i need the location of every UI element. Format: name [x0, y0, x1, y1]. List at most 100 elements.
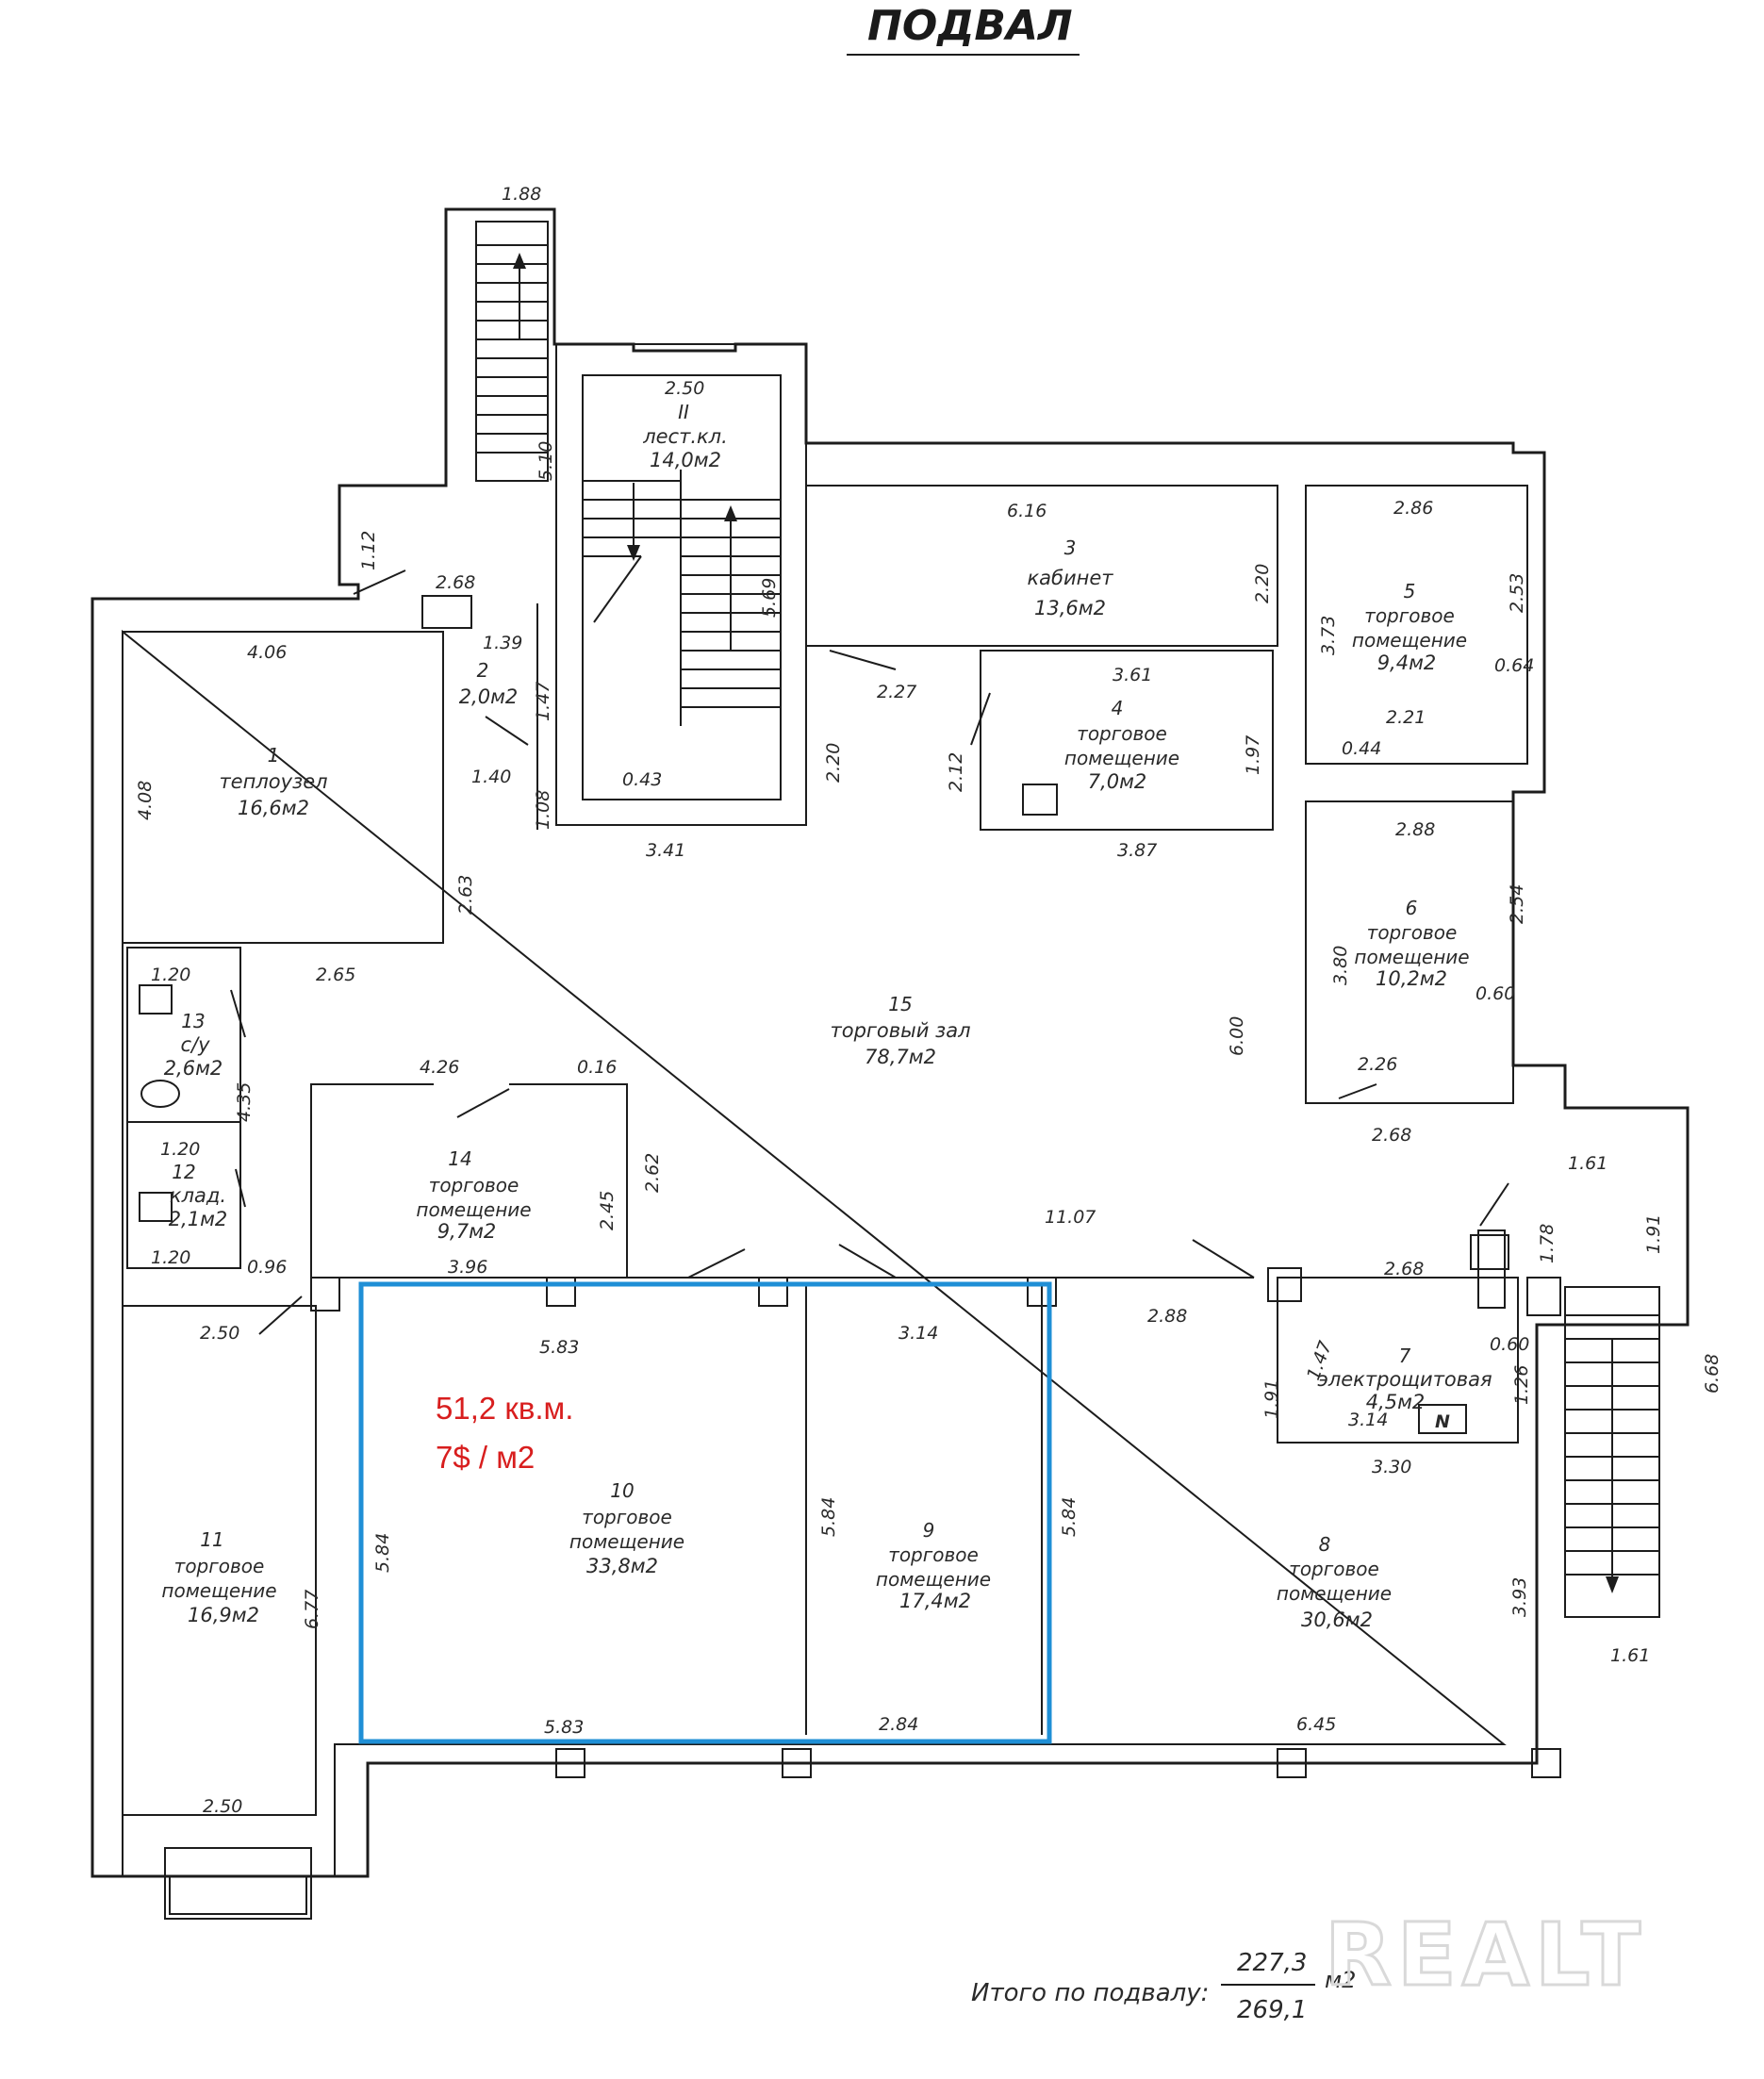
page-title: ПОДВАЛ	[867, 2, 1073, 50]
room-name: торговое помещение	[1351, 604, 1468, 652]
dimension: 1.39	[483, 633, 522, 653]
total-value-bottom: 269,1	[1237, 1996, 1307, 2024]
room-area: 14,0м2	[650, 449, 721, 471]
room-number: 4	[1112, 697, 1124, 719]
room-number: 2	[477, 659, 489, 682]
room-name: торговое помещение	[875, 1543, 992, 1591]
room-area: 2,1м2	[169, 1208, 228, 1230]
stair-II	[555, 343, 807, 826]
room-area: 2,6м2	[164, 1057, 223, 1080]
dimension: 5.83	[539, 1337, 579, 1358]
dimension: 1.91	[1643, 1214, 1664, 1254]
dimension: 1.97	[1243, 735, 1263, 775]
room-name: торговый зал	[830, 1019, 970, 1042]
room-11-walls	[122, 1305, 317, 1816]
dimension: 4.06	[247, 642, 287, 663]
room-number: 15	[888, 993, 912, 1015]
room-area: 30,6м2	[1301, 1609, 1373, 1631]
dimension: 2.50	[665, 378, 704, 399]
dimension: 1.20	[151, 965, 190, 985]
dimension: 2.65	[316, 965, 355, 985]
dimension: 5.84	[818, 1497, 839, 1537]
dimension: 2.26	[1358, 1054, 1397, 1075]
entry-stair	[475, 221, 549, 482]
room-area: 9,7м2	[437, 1220, 497, 1243]
room-labels: 1 теплоузел 16,6м2 2 2,0м2 II лест.кл. 1…	[161, 401, 1492, 1631]
dimension: 1.61	[1610, 1645, 1650, 1666]
dimension: 0.16	[577, 1057, 617, 1078]
room-number: 13	[181, 1010, 205, 1032]
north-icon: N	[1435, 1411, 1450, 1432]
room-name: торговое помещение	[1276, 1558, 1393, 1605]
room-number: 14	[448, 1147, 471, 1170]
room-name: торговое помещение	[1354, 921, 1470, 968]
highlight-price: 7$ / м2	[436, 1440, 535, 1475]
room-area: 16,9м2	[188, 1604, 259, 1626]
dimension: 0.96	[247, 1257, 287, 1278]
arrow-up-icon	[513, 253, 526, 269]
dimension: 6.77	[302, 1590, 322, 1629]
room-area: 78,7м2	[865, 1046, 936, 1068]
room-number: 3	[1064, 536, 1077, 559]
inner-wall-line	[122, 629, 1507, 1877]
dimension: 2.63	[455, 875, 476, 915]
dimension: 3.14	[898, 1323, 938, 1344]
room-area: 16,6м2	[238, 797, 309, 819]
dimension: 2.84	[879, 1714, 918, 1735]
watermark-logo: REALT	[1325, 1905, 1646, 2005]
entry-stair-box	[475, 221, 549, 482]
dimension: 2.12	[946, 752, 966, 792]
total-area: Итого по подвалу: 227,3 269,1 м2	[971, 1949, 1356, 2024]
dimension: 2.86	[1393, 498, 1433, 519]
dimension: 3.87	[1117, 840, 1157, 861]
room-area: 7,0м2	[1088, 770, 1147, 793]
dimension: 1.47	[533, 682, 553, 721]
room-area: 17,4м2	[899, 1590, 971, 1612]
dimension: 2.68	[436, 572, 475, 593]
room-name: электрощитовая	[1317, 1368, 1492, 1391]
highlight-outline	[358, 1281, 1052, 1744]
sink-icon	[139, 984, 173, 1015]
highlight-area: 51,2 кв.м.	[436, 1391, 573, 1426]
room-name: торговое помещение	[1063, 722, 1180, 769]
dimension: 2.45	[597, 1191, 618, 1230]
dimension: 6.45	[1296, 1714, 1336, 1735]
dimension: 6.16	[1007, 501, 1047, 521]
room-area: 4,5м2	[1366, 1391, 1426, 1413]
room-name: клад.	[170, 1184, 226, 1207]
dimension: 1.20	[151, 1247, 190, 1268]
dimension: 3.30	[1372, 1457, 1411, 1477]
dimension: 0.43	[622, 769, 662, 790]
room-7-walls	[1277, 1277, 1519, 1444]
arrow-up-icon	[724, 505, 737, 521]
room-3-walls	[805, 485, 1278, 647]
dimension: 6.00	[1227, 1016, 1247, 1056]
dimension: 3.73	[1318, 616, 1339, 655]
arrow-down-icon	[627, 545, 640, 561]
dimension: 3.93	[1509, 1577, 1530, 1617]
dimension: 1.78	[1537, 1224, 1558, 1263]
room-number: 1	[268, 744, 280, 767]
dimension: 0.60	[1490, 1334, 1529, 1355]
dimension: 2.21	[1386, 707, 1426, 728]
dimension: 5.10	[536, 441, 556, 481]
exit-stair	[1477, 1229, 1660, 1618]
dimension: 3.14	[1348, 1410, 1388, 1430]
room-5-walls	[1305, 485, 1528, 765]
entry-step	[169, 1875, 307, 1915]
dimension: 3.61	[1113, 665, 1152, 685]
dimension: 4.08	[135, 781, 156, 820]
total-label: Итого по подвалу:	[971, 1979, 1209, 2007]
dimension: 5.83	[544, 1717, 584, 1738]
dimension: 11.07	[1045, 1207, 1096, 1228]
dimension: 3.41	[646, 840, 685, 861]
room-name: торговое помещение	[161, 1555, 277, 1602]
room-number: 8	[1319, 1533, 1331, 1556]
room-area: 2,0м2	[459, 685, 519, 708]
room-13-12-walls	[126, 947, 241, 1269]
dimension: 2.68	[1384, 1259, 1424, 1279]
dimension: 5.84	[1059, 1497, 1080, 1537]
dimension: 2.20	[823, 743, 844, 783]
toilet-icon	[140, 1080, 180, 1108]
dimension: 2.27	[877, 682, 916, 702]
